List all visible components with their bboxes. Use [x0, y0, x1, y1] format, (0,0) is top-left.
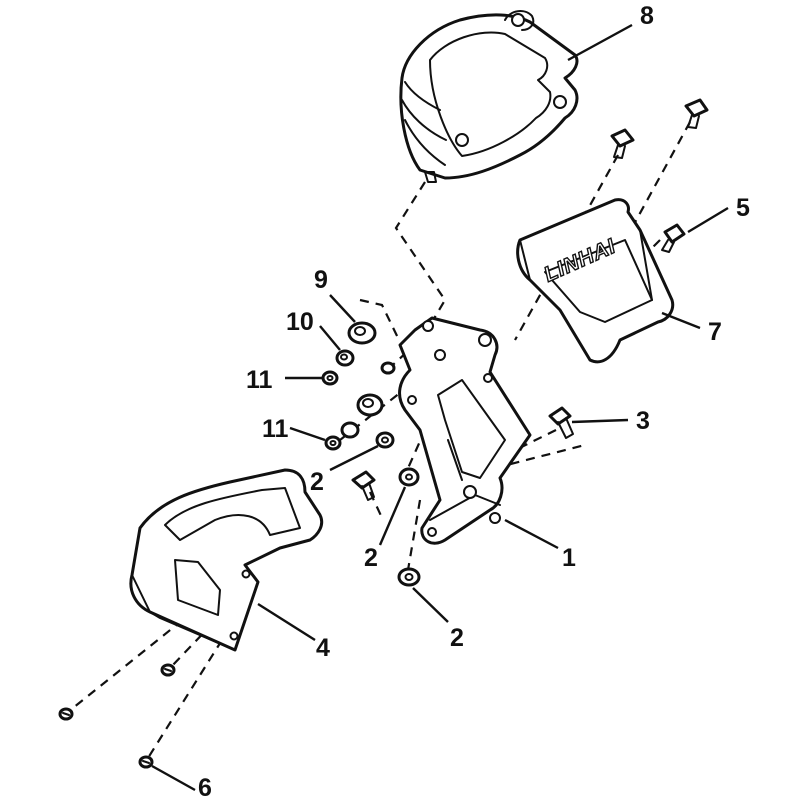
washer-part-11-lower — [324, 435, 342, 451]
callout-7: 7 — [708, 318, 722, 346]
callout-11-lower: 11 — [262, 415, 289, 443]
callout-4: 4 — [316, 634, 330, 662]
callout-2-a: 2 — [310, 468, 324, 496]
callout-2-b: 2 — [364, 544, 378, 572]
callout-11-upper: 11 — [246, 366, 273, 394]
linhai-cover-part-7: LINHAI — [516, 198, 675, 364]
callout-8: 8 — [640, 2, 654, 30]
callout-6: 6 — [198, 774, 212, 800]
leader-lines — [151, 23, 729, 792]
bolt-near-bracket — [351, 470, 376, 501]
callout-5: 5 — [736, 194, 750, 222]
bolt-part-5 — [661, 223, 686, 253]
lower-cover-part-4 — [129, 468, 324, 652]
grommet-part-9 — [347, 321, 377, 345]
callout-2-c: 2 — [450, 624, 464, 652]
bolt-top-right-b — [684, 98, 709, 129]
nut-part-2-b — [398, 467, 420, 487]
hardware-items — [58, 98, 709, 769]
meter-housing-part-8 — [399, 10, 579, 183]
screw-part-6-c — [138, 755, 154, 769]
callout-3: 3 — [636, 407, 650, 435]
callout-10: 10 — [286, 308, 314, 336]
mounting-bracket-part-1 — [398, 316, 532, 545]
callout-9: 9 — [314, 266, 328, 294]
callout-1: 1 — [562, 544, 576, 572]
washer-part-11-upper — [321, 370, 339, 386]
bolt-part-3 — [548, 406, 574, 439]
nut-part-2-a — [375, 431, 395, 449]
screw-part-6-b — [160, 663, 176, 677]
callout-labels: 8 5 7 9 10 11 11 3 2 2 2 1 4 6 — [198, 2, 750, 800]
nut-part-2-c — [397, 567, 421, 587]
bolt-top-right-a — [610, 128, 635, 159]
screw-part-6-a — [58, 707, 74, 721]
collar-part-10 — [335, 349, 355, 367]
